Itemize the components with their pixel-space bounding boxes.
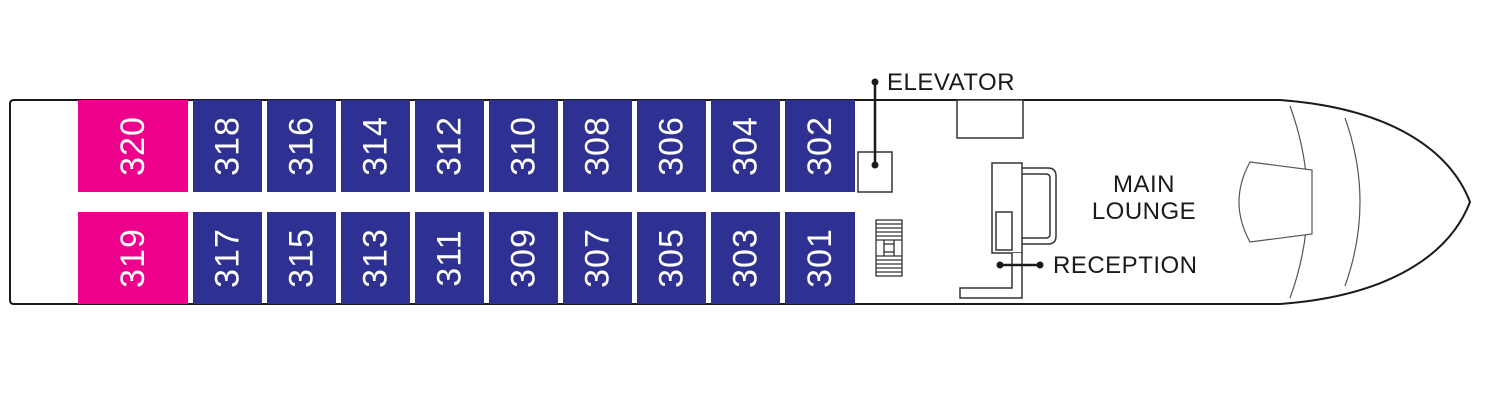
cabin-block[interactable] — [785, 212, 855, 304]
cabin-311[interactable]: 311 — [415, 212, 484, 304]
cabin-block[interactable] — [415, 212, 484, 304]
cabin-block[interactable] — [415, 100, 484, 192]
cabin-number-label: 305 — [653, 228, 691, 288]
main-lounge-label-line2: LOUNGE — [1092, 198, 1196, 225]
cabin-block[interactable] — [637, 212, 706, 304]
cabin-block[interactable] — [341, 212, 410, 304]
cabin-row-bottom: 319 317 315 313 311 309 307 305 303 301 — [78, 212, 855, 304]
cabin-block[interactable] — [193, 100, 262, 192]
cabin-319[interactable]: 319 — [78, 212, 188, 304]
cabin-row-top: 320 318 316 314 312 310 308 306 304 302 — [78, 100, 855, 192]
cabin-302[interactable]: 302 — [785, 100, 855, 192]
cabin-number-label: 306 — [653, 116, 691, 176]
cabin-number-label: 313 — [357, 228, 395, 288]
cabin-303[interactable]: 303 — [711, 212, 780, 304]
cabin-block[interactable] — [563, 100, 632, 192]
elevator-callout-dot-top — [871, 78, 879, 86]
cabin-number-label: 315 — [283, 228, 321, 288]
cabin-number-label: 304 — [727, 116, 765, 176]
cabin-number-label: 303 — [727, 228, 765, 288]
cabin-number-label: 301 — [801, 228, 839, 288]
reception-callout-dot-right — [1036, 261, 1044, 269]
cabin-number-label: 310 — [505, 116, 543, 176]
cabin-block[interactable] — [785, 100, 855, 192]
cabin-314[interactable]: 314 — [341, 100, 410, 192]
cabin-number-label: 316 — [283, 116, 321, 176]
cabin-block[interactable] — [193, 212, 262, 304]
cabin-number-label: 319 — [114, 228, 152, 288]
cabin-308[interactable]: 308 — [563, 100, 632, 192]
cabin-305[interactable]: 305 — [637, 212, 706, 304]
cabin-320[interactable]: 320 — [78, 100, 188, 192]
cabin-312[interactable]: 312 — [415, 100, 484, 192]
cabin-301[interactable]: 301 — [785, 212, 855, 304]
stairs-icon — [875, 219, 903, 277]
main-lounge-label-line1: MAIN — [1113, 171, 1175, 198]
elevator-callout-dot-bottom — [871, 161, 879, 169]
cabin-block[interactable] — [711, 100, 780, 192]
cabin-318[interactable]: 318 — [193, 100, 262, 192]
cabin-number-label: 308 — [579, 116, 617, 176]
reception-desk — [959, 162, 1057, 299]
reception-callout-dot-left — [996, 261, 1004, 269]
cabin-number-label: 314 — [357, 116, 395, 176]
cabin-number-label: 320 — [114, 116, 152, 176]
cabin-number-label: 309 — [505, 228, 543, 288]
cabin-number-label: 318 — [209, 116, 247, 176]
cabin-number-label: 312 — [431, 116, 469, 176]
cabin-number-label: 311 — [431, 229, 469, 286]
cabin-block[interactable] — [637, 100, 706, 192]
elevator-label: ELEVATOR — [887, 69, 1015, 96]
cabin-block[interactable] — [711, 212, 780, 304]
cabin-number-label: 307 — [579, 228, 617, 288]
cabin-309[interactable]: 309 — [489, 212, 558, 304]
cabin-block[interactable] — [341, 100, 410, 192]
service-block — [956, 99, 1024, 139]
cabin-315[interactable]: 315 — [267, 212, 336, 304]
cabin-block[interactable] — [78, 100, 188, 192]
cabin-block[interactable] — [489, 212, 558, 304]
cabin-block[interactable] — [563, 212, 632, 304]
cabin-block[interactable] — [78, 212, 188, 304]
cabin-number-label: 302 — [801, 116, 839, 176]
elevator-shaft — [857, 151, 893, 193]
reception-label: RECEPTION — [1053, 252, 1198, 279]
cabin-313[interactable]: 313 — [341, 212, 410, 304]
cabin-317[interactable]: 317 — [193, 212, 262, 304]
cabin-block[interactable] — [267, 212, 336, 304]
bow-line-outer — [1344, 117, 1361, 287]
cabin-306[interactable]: 306 — [637, 100, 706, 192]
cabin-310[interactable]: 310 — [489, 100, 558, 192]
cabin-304[interactable]: 304 — [711, 100, 780, 192]
cabin-block[interactable] — [489, 100, 558, 192]
cabin-block[interactable] — [267, 100, 336, 192]
bow-hatch — [1238, 161, 1313, 243]
cabin-number-label: 317 — [209, 228, 247, 288]
cabin-316[interactable]: 316 — [267, 100, 336, 192]
cabin-307[interactable]: 307 — [563, 212, 632, 304]
